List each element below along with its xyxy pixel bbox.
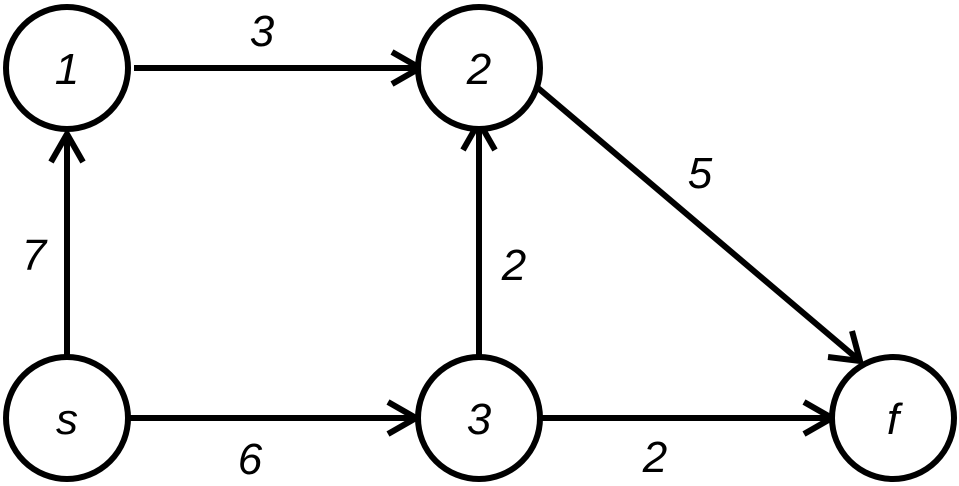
node-1-label: 1: [55, 45, 79, 94]
node-s: s: [3, 354, 131, 482]
edge-2-to-f: [536, 85, 865, 365]
node-f: f: [829, 354, 957, 482]
edge-1-to-2: [134, 49, 427, 87]
edge-3-to-2-weight: 2: [501, 241, 526, 290]
edge-s-to-1-weight: 7: [22, 231, 48, 280]
node-s-label: s: [56, 395, 78, 444]
node-3-label: 3: [467, 395, 492, 444]
edge-s-to-1: [48, 127, 86, 356]
edge-3-to-f-weight: 2: [642, 433, 667, 482]
node-3: 3: [415, 354, 543, 482]
node-2-label: 2: [466, 45, 491, 94]
node-2: 2: [415, 4, 543, 132]
edge-s-to-3-weight: 6: [238, 435, 263, 484]
edge-3-to-2: [460, 115, 498, 356]
edge-2-to-f-weight: 5: [688, 149, 713, 198]
node-1: 1: [3, 4, 131, 132]
edge-1-to-2-weight: 3: [250, 7, 275, 56]
edge-3-to-f: [538, 399, 839, 437]
edge-s-to-3: [130, 399, 423, 437]
